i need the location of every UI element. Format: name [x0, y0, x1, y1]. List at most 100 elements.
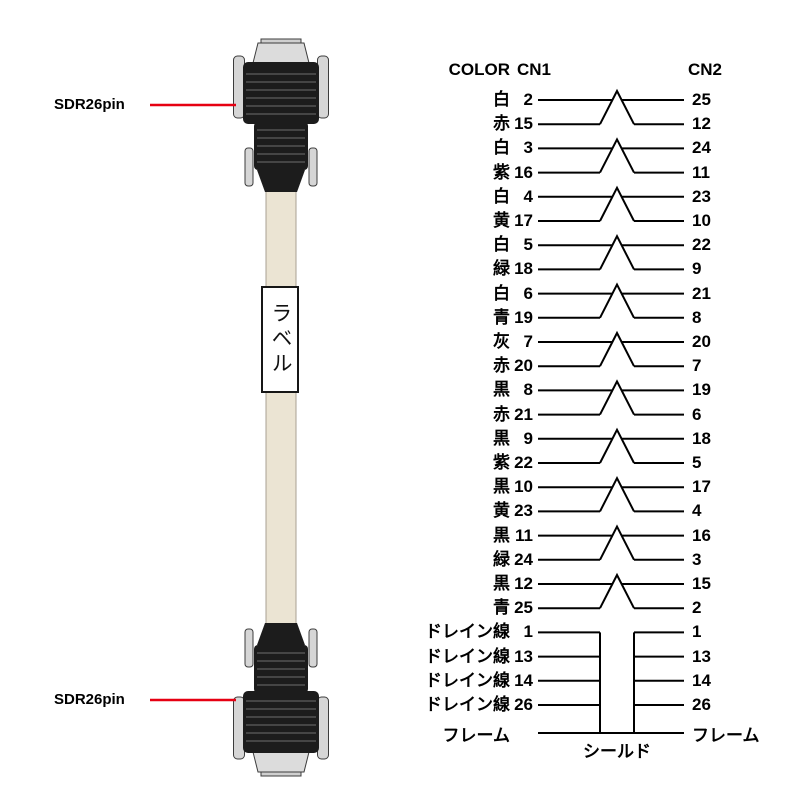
- twist-symbol: [599, 137, 635, 174]
- cn2-pin-number: 3: [692, 549, 702, 569]
- cn1-pin-number: 10: [514, 477, 533, 497]
- wire-color-label: 赤: [493, 114, 510, 134]
- cn2-pin-number: 20: [692, 332, 711, 351]
- cn1-pin-number: 6: [523, 283, 533, 303]
- wire-color-label: 黒: [493, 525, 510, 545]
- cn1-pin-number: 24: [514, 549, 533, 569]
- twist-symbol: [599, 476, 635, 512]
- cn2-pin-number: 17: [692, 477, 711, 497]
- header-cn2: CN2: [688, 60, 723, 79]
- cn2-pin-number: 19: [692, 380, 711, 400]
- cn2-pin-number: 1: [692, 622, 702, 642]
- cn1-pin-number: 22: [514, 453, 533, 472]
- cable-label-text: ラベル: [269, 302, 292, 377]
- header-color: COLOR: [448, 60, 510, 79]
- cn1-pin-number: 26: [514, 695, 533, 714]
- frame-label-left: フレーム: [442, 726, 511, 745]
- frame-label-right: フレーム: [692, 726, 760, 745]
- cn1-pin-number: 25: [514, 598, 533, 618]
- twist-symbol: [599, 88, 635, 125]
- twist-symbol: [599, 330, 635, 367]
- wire-color-label: 緑: [493, 259, 510, 279]
- wire-color-label: 黒: [493, 574, 510, 593]
- cn2-pin-number: 25: [692, 90, 711, 109]
- wire-color-label: 白: [493, 90, 510, 109]
- cn2-pin-number: 2: [692, 598, 702, 618]
- connector-label-top: SDR26pin: [54, 96, 125, 113]
- cn1-pin-number: 13: [514, 646, 533, 666]
- cn2-pin-number: 14: [692, 670, 711, 690]
- wire-color-label: 灰: [493, 332, 510, 351]
- wire-color-label: 赤: [493, 356, 510, 376]
- cable-label-box: ラベル: [261, 286, 299, 393]
- wire-color-label: ドレイン線: [425, 622, 510, 642]
- cn1-pin-number: 20: [514, 356, 533, 376]
- cn1-pin-number: 21: [514, 404, 533, 424]
- cn2-pin-number: 5: [692, 453, 702, 472]
- cn2-pin-number: 24: [692, 138, 711, 158]
- cn2-pin-number: 7: [692, 356, 702, 376]
- cn1-pin-number: 16: [514, 162, 533, 182]
- cn1-pin-number: 17: [514, 211, 533, 230]
- cn2-pin-number: 22: [692, 235, 711, 255]
- cn1-pin-number: 2: [523, 90, 533, 109]
- twist-symbol: [599, 572, 635, 609]
- wire-color-label: 青: [493, 598, 510, 618]
- cn2-pin-number: 11: [692, 162, 710, 182]
- cn2-pin-number: 15: [692, 574, 711, 593]
- cn2-pin-number: 8: [692, 307, 702, 327]
- wire-color-label: ドレイン線: [425, 670, 510, 690]
- shield-label: シールド: [583, 742, 651, 761]
- twist-symbol: [599, 427, 635, 464]
- wire-color-label: ドレイン線: [425, 646, 510, 666]
- wire-color-label: 白: [493, 283, 510, 303]
- cn1-pin-number: 12: [514, 574, 533, 593]
- wire-color-label: 白: [493, 235, 510, 255]
- cn1-pin-number: 9: [523, 428, 533, 448]
- cn1-pin-number: 18: [514, 259, 533, 279]
- wire-color-label: 黒: [493, 380, 510, 400]
- wire-color-label: 黒: [493, 428, 510, 448]
- twist-symbol: [599, 282, 635, 319]
- cn2-pin-number: 23: [692, 186, 711, 206]
- cn2-pin-number: 6: [692, 404, 702, 424]
- cn1-pin-number: 8: [523, 380, 533, 400]
- wire-color-label: ドレイン線: [425, 695, 510, 714]
- cn1-pin-number: 5: [523, 235, 533, 255]
- twist-symbol: [599, 524, 635, 561]
- twist-symbol: [599, 185, 635, 222]
- cn2-pin-number: 18: [692, 428, 711, 448]
- twist-symbol: [599, 234, 635, 270]
- cn2-pin-number: 16: [692, 525, 711, 545]
- wire-color-label: 紫: [493, 162, 510, 182]
- cn1-pin-number: 4: [523, 186, 533, 206]
- cn1-pin-number: 23: [514, 501, 533, 521]
- cn1-pin-number: 1: [523, 622, 533, 642]
- twist-symbol: [599, 379, 635, 416]
- wire-color-label: 黒: [493, 477, 510, 497]
- cn1-pin-number: 14: [514, 670, 533, 690]
- cn2-pin-number: 21: [692, 283, 711, 303]
- header-cn1: CN1: [517, 60, 552, 79]
- cn1-pin-number: 3: [523, 138, 533, 158]
- cn1-pin-number: 11: [515, 525, 533, 545]
- wire-color-label: 白: [493, 186, 510, 206]
- wire-color-label: 黄: [493, 501, 510, 521]
- cn2-pin-number: 13: [692, 646, 711, 666]
- cn1-pin-number: 19: [514, 307, 533, 327]
- cn2-pin-number: 12: [692, 114, 711, 134]
- wire-color-label: 白: [493, 138, 510, 158]
- cn2-pin-number: 9: [692, 259, 702, 279]
- cn2-pin-number: 10: [692, 211, 711, 230]
- wire-color-label: 黄: [493, 211, 510, 230]
- connector-label-bottom: SDR26pin: [54, 691, 125, 708]
- wire-color-label: 紫: [493, 453, 510, 472]
- cable-body: [265, 187, 297, 627]
- cn1-pin-number: 7: [523, 332, 533, 351]
- cn1-pin-number: 15: [514, 114, 533, 134]
- wire-color-label: 赤: [493, 404, 510, 424]
- wire-color-label: 緑: [493, 549, 510, 569]
